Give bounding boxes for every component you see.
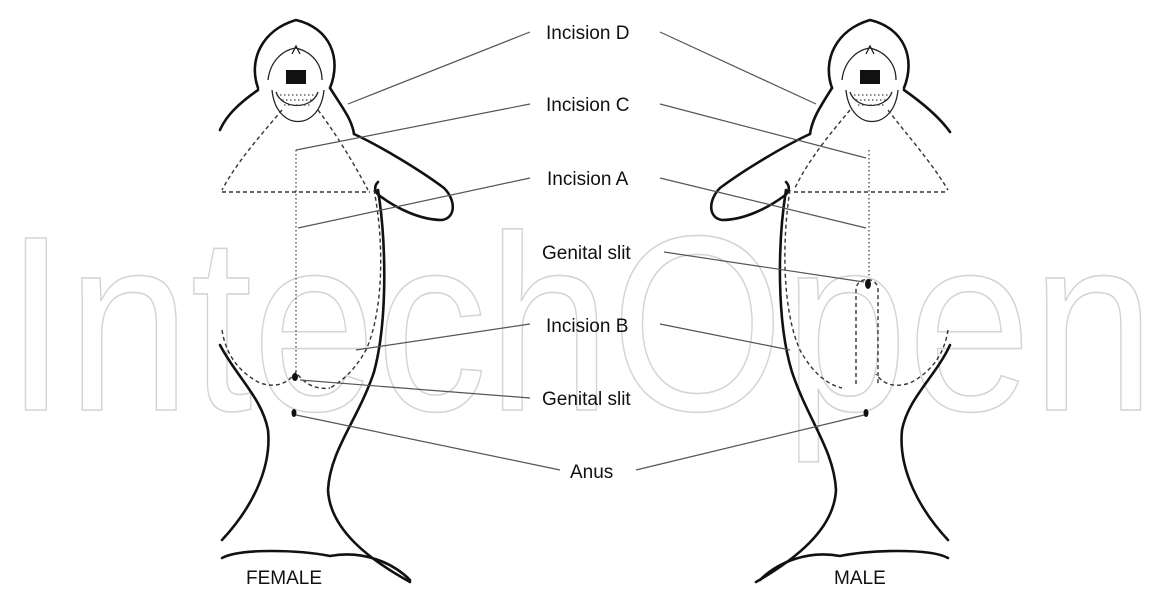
callout-labels: Incision D Incision C Incision A Genital… bbox=[542, 23, 631, 483]
leader-incision-c-male bbox=[660, 104, 866, 158]
blowhole-icon bbox=[860, 70, 880, 84]
label-anus: Anus bbox=[570, 462, 613, 483]
label-male: MALE bbox=[834, 568, 886, 589]
leader-anus-female bbox=[296, 415, 560, 470]
label-incision-b: Incision B bbox=[546, 316, 628, 337]
male-anus-mark bbox=[864, 409, 869, 417]
label-female: FEMALE bbox=[246, 568, 322, 589]
leader-incision-c-female bbox=[296, 104, 530, 150]
label-genital-slit-male: Genital slit bbox=[542, 243, 631, 264]
leader-incision-a-male bbox=[660, 178, 866, 228]
female-genital-slit-mark bbox=[292, 373, 298, 381]
male-body-outline bbox=[711, 20, 950, 582]
blowhole-icon bbox=[286, 70, 306, 84]
label-incision-d: Incision D bbox=[546, 23, 629, 44]
leader-incision-b-male bbox=[660, 324, 790, 350]
leader-incision-a-female bbox=[298, 178, 530, 228]
leader-genital-slit-female bbox=[300, 380, 530, 398]
label-incision-a: Incision A bbox=[547, 169, 629, 190]
leader-incision-d-male bbox=[660, 32, 816, 104]
leader-incision-d-female bbox=[348, 32, 530, 104]
female-body-outline bbox=[220, 20, 453, 582]
female-anus-mark bbox=[292, 409, 297, 417]
label-genital-slit-female: Genital slit bbox=[542, 389, 631, 410]
male-genital-slit-mark bbox=[865, 279, 871, 289]
label-incision-c: Incision C bbox=[546, 95, 629, 116]
leader-genital-slit-male bbox=[664, 252, 864, 282]
